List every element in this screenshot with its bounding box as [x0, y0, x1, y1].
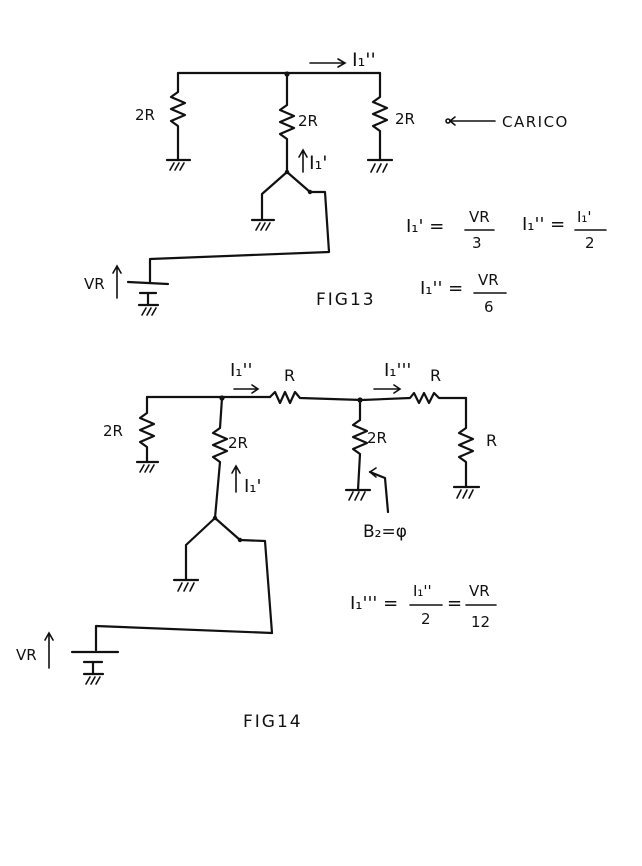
- fig13-circuit: I₁'' 2R 2R 2R CARICO I₁' VR FIG13 I₁' = …: [84, 49, 607, 316]
- fig14-label-i1ppp: I₁''': [384, 360, 411, 381]
- fig14-caption: FIG14: [243, 712, 303, 732]
- fig14-ground-left: [135, 460, 160, 473]
- fig14-ground-end: [452, 485, 481, 499]
- fig14-ground-shunt: [344, 488, 372, 501]
- fig13-feed-wire: [148, 190, 331, 284]
- fig14-switch: [184, 516, 242, 582]
- fig13-label-r-mid: 2R: [298, 112, 318, 130]
- svg-text:I₁'' =: I₁'' =: [420, 278, 463, 299]
- fig14-arrow-i1p: [231, 464, 241, 493]
- fig14-label-r-series-1: R: [284, 366, 295, 385]
- fig14-resistor-shunt: [351, 398, 369, 492]
- fig14-label-i1p: I₁': [244, 476, 261, 497]
- fig14-feed-wire: [94, 538, 274, 652]
- fig13-label-vr: VR: [84, 275, 105, 293]
- fig13-caption: FIG13: [316, 290, 376, 310]
- fig14-resistor-end: [457, 396, 475, 489]
- fig14-resistor-left: [138, 395, 156, 464]
- svg-text:=: =: [447, 593, 462, 614]
- fig13-ground-left: [165, 158, 192, 171]
- fig14-b2-switch: [368, 470, 390, 514]
- fig13-arrow-i1p: [298, 148, 308, 173]
- fig14-resistor-series-2: [360, 391, 468, 405]
- svg-text:6: 6: [484, 298, 494, 316]
- svg-text:I₁': I₁': [577, 208, 592, 226]
- fig14-label-b2: B₂=φ: [363, 522, 407, 542]
- fig13-switch: [260, 170, 312, 222]
- fig14-label-r-end: R: [486, 431, 497, 450]
- fig13-arrow-i1pp: [309, 58, 347, 68]
- svg-text:I₁' =: I₁' =: [406, 216, 444, 237]
- svg-text:I₁'' =: I₁'' =: [522, 214, 565, 235]
- fig13-equation-1: I₁' = VR 3: [406, 208, 495, 252]
- fig14-ground-switch: [172, 578, 200, 592]
- fig13-resistor-left: [169, 71, 187, 162]
- fig14-resistor-series-1: [268, 390, 364, 405]
- fig13-label-load: CARICO: [502, 113, 569, 131]
- svg-text:2: 2: [585, 234, 595, 252]
- fig14-arrow-vr: [44, 631, 54, 669]
- fig13-load-pointer: [448, 116, 496, 126]
- fig13-resistor-mid: [278, 72, 296, 174]
- svg-text:I₁'': I₁'': [413, 582, 432, 600]
- fig13-arrow-vr: [112, 264, 122, 299]
- fig14-circuit: I₁'' R I₁''' R 2R 2R 2R R I₁' B₂=φ VR FI…: [16, 360, 497, 732]
- fig14-battery: [70, 650, 120, 685]
- fig13-resistor-right: [371, 71, 389, 162]
- fig14-label-r-left: 2R: [103, 422, 123, 440]
- fig13-label-r-right: 2R: [395, 110, 415, 128]
- fig13-ground-switch: [250, 218, 276, 231]
- fig14-label-i1pp: I₁'': [230, 360, 252, 381]
- svg-text:VR: VR: [478, 271, 499, 289]
- fig14-label-r-mid: 2R: [228, 434, 248, 452]
- fig13-equation-3: I₁'' = VR 6: [420, 271, 507, 316]
- fig13-ground-right: [366, 158, 394, 173]
- svg-text:VR: VR: [469, 582, 490, 600]
- fig14-resistor-mid: [211, 396, 229, 520]
- svg-text:I₁''' =: I₁''' =: [350, 593, 398, 614]
- fig14-label-r-series-2: R: [430, 366, 441, 385]
- fig13-label-i1p: I₁': [309, 152, 327, 174]
- fig14-arrow-i1ppp: [373, 384, 402, 394]
- fig14-arrow-i1pp: [233, 384, 260, 394]
- fig13-battery: [126, 280, 170, 316]
- svg-text:2: 2: [421, 610, 431, 628]
- fig14-label-r-shunt: 2R: [367, 429, 387, 447]
- fig13-label-i1pp: I₁'': [352, 49, 376, 71]
- fig14-equation: I₁''' = I₁'' 2 = VR 12: [350, 582, 497, 631]
- fig13-label-r-left: 2R: [135, 106, 155, 124]
- fig14-label-vr: VR: [16, 646, 37, 664]
- svg-text:12: 12: [471, 613, 490, 631]
- svg-text:VR: VR: [469, 208, 490, 226]
- fig13-equation-2: I₁'' = I₁' 2: [522, 208, 607, 252]
- svg-text:3: 3: [472, 234, 482, 252]
